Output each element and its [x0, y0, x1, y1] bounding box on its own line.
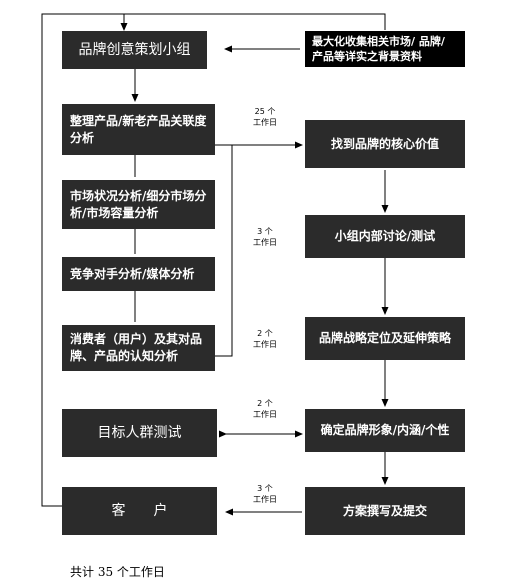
- team-label: 品牌创意策划小组: [78, 41, 191, 58]
- duration-unit: 工作日: [253, 238, 277, 247]
- duration-label-3: 2 个 工作日: [245, 328, 285, 350]
- duration-unit: 工作日: [253, 118, 277, 127]
- proposal-label: 方案撰写及提交: [342, 503, 427, 518]
- duration-days: 3 个: [257, 227, 273, 236]
- discussion-label: 小组内部讨论/测试: [334, 229, 436, 243]
- duration-label-5: 3 个 工作日: [245, 483, 285, 505]
- feedback-loop-line: [41, 13, 386, 507]
- duration-label-4: 2 个 工作日: [245, 398, 285, 420]
- competitor-analysis-label: 竞争对手分析/媒体分析: [70, 266, 195, 281]
- duration-label-1: 25 个 工作日: [245, 106, 285, 128]
- duration-label-2: 3 个 工作日: [245, 226, 285, 248]
- materials-box: 最大化收集相关市场/ 品牌/ 产品等详实之背景资料: [305, 31, 465, 67]
- product-analysis-box: 整理产品/新老产品关联度分析: [62, 104, 215, 155]
- image-label: 确定品牌形象/内涵/个性: [320, 423, 450, 437]
- client-box: 客 户: [62, 487, 217, 535]
- product-analysis-label: 整理产品/新老产品关联度分析: [70, 113, 207, 145]
- discussion-box: 小组内部讨论/测试: [305, 215, 465, 258]
- competitor-analysis-box: 竞争对手分析/媒体分析: [62, 257, 215, 291]
- duration-unit: 工作日: [253, 495, 277, 504]
- consumer-analysis-label: 消费者（用户）及其对品牌、产品的认知分析: [70, 332, 203, 363]
- duration-days: 2 个: [257, 399, 273, 408]
- duration-unit: 工作日: [253, 340, 277, 349]
- total-duration-text: 共计 35 个工作日: [70, 565, 165, 579]
- core-value-box: 找到品牌的核心价值: [305, 120, 465, 168]
- target-test-label: 目标人群测试: [97, 424, 182, 441]
- client-label: 客 户: [111, 502, 168, 519]
- team-box: 品牌创意策划小组: [62, 31, 207, 69]
- strategy-box: 品牌战略定位及延伸策略: [305, 317, 465, 360]
- materials-label: 最大化收集相关市场/ 品牌/ 产品等详实之背景资料: [312, 35, 445, 63]
- consumer-analysis-box: 消费者（用户）及其对品牌、产品的认知分析: [62, 325, 215, 371]
- proposal-box: 方案撰写及提交: [305, 487, 465, 535]
- market-analysis-box: 市场状况分析/细分市场分析/市场容量分析: [62, 180, 215, 229]
- strategy-label: 品牌战略定位及延伸策略: [318, 331, 451, 345]
- target-test-box: 目标人群测试: [62, 409, 217, 457]
- duration-days: 3 个: [257, 484, 273, 493]
- duration-days: 2 个: [257, 329, 273, 338]
- market-analysis-label: 市场状况分析/细分市场分析/市场容量分析: [70, 188, 207, 220]
- analysis-bracket-line: [215, 144, 233, 357]
- duration-unit: 工作日: [253, 410, 277, 419]
- image-box: 确定品牌形象/内涵/个性: [305, 409, 465, 452]
- duration-days: 25 个: [254, 107, 276, 116]
- core-value-label: 找到品牌的核心价值: [330, 136, 439, 151]
